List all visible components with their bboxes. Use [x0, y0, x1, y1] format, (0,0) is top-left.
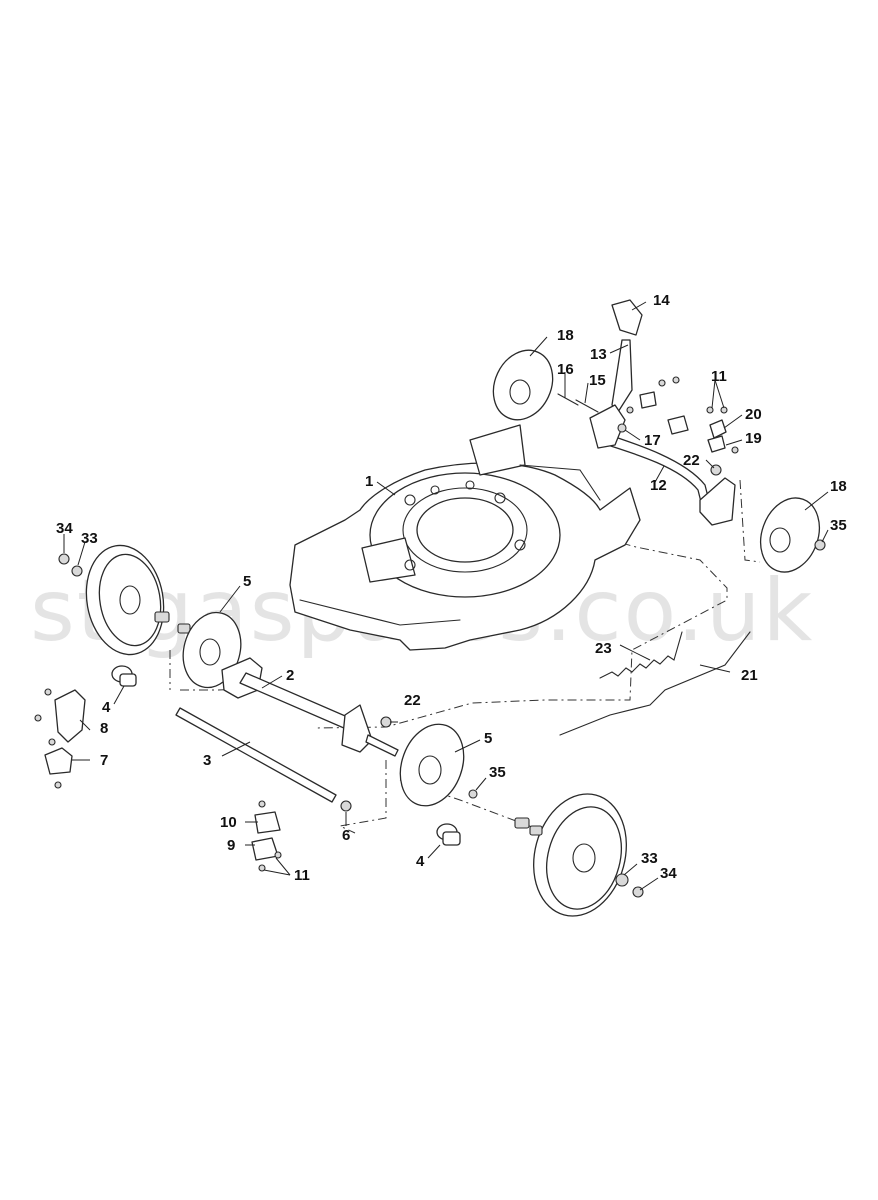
clamp-parts: [251, 800, 282, 872]
callout-23: 23: [595, 640, 612, 657]
washer-35-right: [814, 539, 826, 551]
callout-13: 13: [590, 346, 607, 363]
callout-5-left: 5: [243, 573, 251, 590]
callout-7: 7: [100, 752, 108, 769]
callout-22-right: 22: [683, 452, 700, 469]
callout-33-left: 33: [81, 530, 98, 547]
spring-15: [575, 399, 599, 413]
washer-nut-left: [58, 553, 191, 634]
callout-11-bottom: 11: [294, 867, 310, 884]
callout-5-right: 5: [484, 730, 492, 747]
washer-35-center: [468, 789, 478, 799]
callout-16: 16: [557, 361, 574, 378]
callout-9: 9: [227, 837, 235, 854]
callout-2: 2: [286, 667, 294, 684]
callout-4-right: 4: [416, 853, 425, 870]
callout-35-center: 35: [489, 764, 506, 781]
callout-10: 10: [220, 814, 237, 831]
right-front-wheel: [514, 793, 627, 917]
callout-6: 6: [342, 827, 350, 844]
height-lever: [589, 299, 643, 449]
callout-1: 1: [365, 473, 373, 490]
callout-18-right: 18: [830, 478, 847, 495]
callout-4-left: 4: [102, 699, 111, 716]
callout-11-top: 11: [711, 368, 727, 385]
spring: [599, 631, 683, 679]
bushing-left: [111, 665, 137, 687]
pin-16: [557, 393, 579, 406]
front-axle: [175, 707, 337, 803]
lever-bracket: [44, 738, 73, 789]
washer-22-left: [380, 716, 392, 728]
rear-axle-assembly: [221, 657, 399, 757]
callout-34-left: 34: [56, 520, 73, 537]
bushing-right: [436, 823, 461, 846]
callout-8: 8: [100, 720, 108, 737]
hub-18-top: [492, 349, 554, 421]
callout-21: 21: [741, 667, 758, 684]
callout-34-right: 34: [660, 865, 677, 882]
callout-22-left: 22: [404, 692, 421, 709]
callout-17: 17: [644, 432, 661, 449]
mower-deck: [289, 424, 641, 651]
callout-14: 14: [653, 292, 670, 309]
small-brackets: [626, 376, 739, 454]
callout-12: 12: [650, 477, 667, 494]
washer-6: [340, 800, 352, 812]
callout-3: 3: [203, 752, 211, 769]
callout-35-right: 35: [830, 517, 847, 534]
callout-19: 19: [745, 430, 762, 447]
callout-labels: 1 2 3 4 4 5 5 6 7 8 9 10 11 11 12 13 14 …: [56, 292, 847, 884]
axle-bracket-right: [699, 477, 736, 526]
callout-20: 20: [745, 406, 762, 423]
callout-33-right: 33: [641, 850, 658, 867]
washer-17: [617, 423, 627, 433]
lever-cover: [34, 688, 86, 743]
linkage-rod: [559, 631, 751, 736]
left-rear-wheel: [85, 544, 165, 656]
callout-18-top: 18: [557, 327, 574, 344]
washer-33-right: [615, 873, 629, 887]
leader-lines: [63, 301, 829, 891]
height-adjust-plate-right: [399, 723, 465, 807]
callout-15: 15: [589, 372, 606, 389]
